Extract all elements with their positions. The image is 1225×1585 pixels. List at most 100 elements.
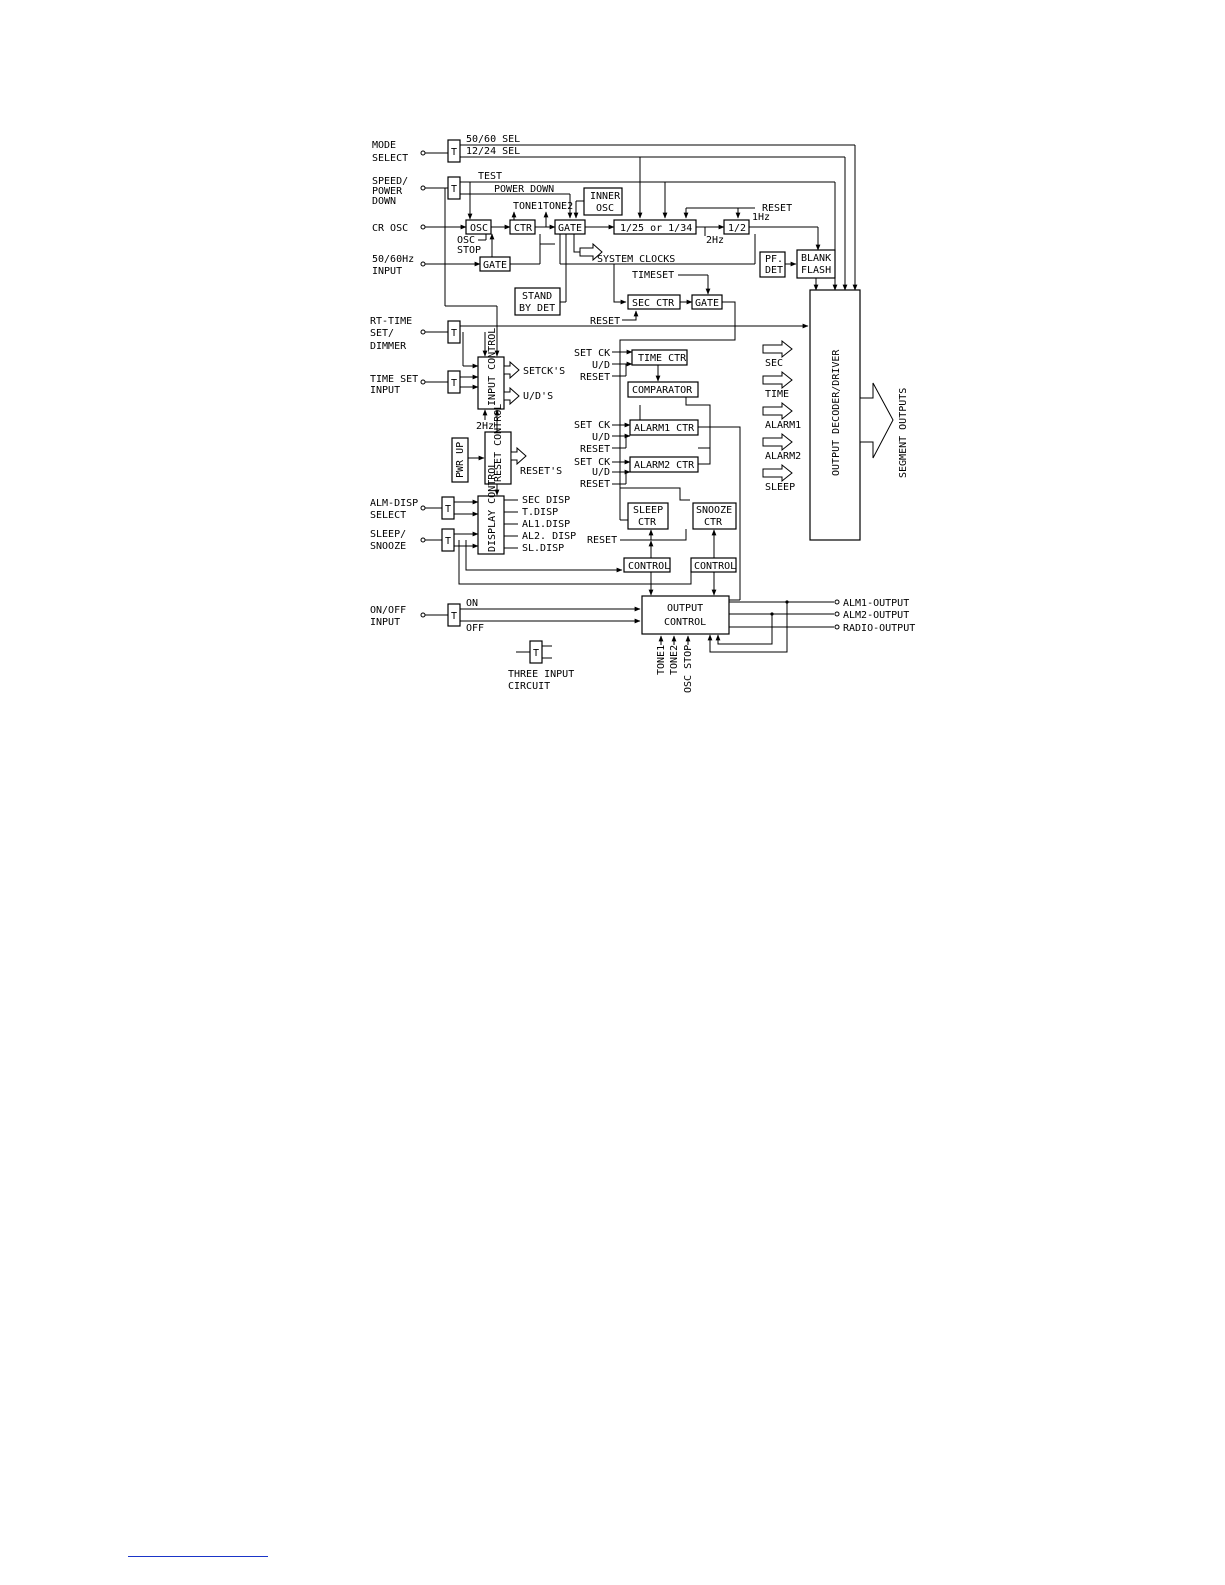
segment-outputs-label: SEGMENT OUTPUTS: [898, 388, 909, 478]
svg-text:CTR: CTR: [514, 223, 533, 234]
speed-label-2: POWER: [372, 186, 403, 197]
osc-chain: OSC CTR GATE TONE1 TONE2 OSC STOP INNERO…: [457, 187, 821, 316]
gate-block-hz: GATE: [479, 256, 511, 272]
svg-text:U/D: U/D: [592, 360, 610, 371]
input-terminals: [420, 150, 481, 618]
svg-text:INPUT CONTROL: INPUT CONTROL: [487, 328, 498, 406]
uds-label: U/D'S: [523, 391, 553, 402]
system-clocks-arrow: [579, 242, 603, 262]
svg-text:T: T: [451, 328, 457, 339]
on-label: ON: [466, 598, 478, 609]
alm-disp-label-2: SELECT: [370, 510, 406, 521]
alm1-output-label: ALM1-OUTPUT: [843, 598, 909, 609]
pwr-up-block: PWR UP: [451, 437, 469, 483]
resets-arrow: [510, 446, 527, 466]
t-block-alm: T: [441, 496, 455, 520]
on-off-label-2: INPUT: [370, 617, 400, 628]
svg-text:ALARM2 CTR: ALARM2 CTR: [634, 460, 695, 471]
sel-50-60-label: 50/60 SEL: [466, 134, 520, 145]
segment-output-arrow: [859, 382, 894, 459]
counter-section: SET CK U/D RESET TIME CTR COMPARATOR SET…: [574, 340, 741, 600]
svg-text:SEC DISP: SEC DISP: [522, 495, 570, 506]
sleep-label-1: SLEEP/: [370, 529, 406, 540]
svg-text:OUTPUT: OUTPUT: [667, 603, 703, 614]
svg-text:AL2. DISP: AL2. DISP: [522, 531, 576, 542]
input-labels: MODE SELECT SPEED/ POWER DOWN CR OSC 50/…: [370, 140, 418, 628]
off-label: OFF: [466, 623, 484, 634]
svg-text:PWR UP: PWR UP: [455, 442, 466, 478]
comparator-block: COMPARATOR: [627, 381, 699, 398]
test-label: TEST: [478, 171, 502, 182]
rt-time-label-1: RT-TIME: [370, 316, 412, 327]
input-2hz-label: 2Hz: [476, 421, 494, 432]
svg-text:TIME CTR: TIME CTR: [638, 353, 687, 364]
uds-arrow: [503, 386, 520, 406]
tone1-label: TONE1: [513, 201, 543, 212]
svg-text:OSC STOP: OSC STOP: [683, 645, 694, 693]
svg-text:CTR: CTR: [704, 517, 723, 528]
footer-rule: [128, 1556, 268, 1557]
svg-text:CIRCUIT: CIRCUIT: [508, 681, 550, 692]
setcks-label: SETCK'S: [523, 366, 565, 377]
rt-time-label-3: DIMMER: [370, 341, 407, 352]
svg-text:TONE2: TONE2: [669, 645, 680, 675]
svg-text:CONTROL: CONTROL: [664, 617, 706, 628]
svg-text:T: T: [451, 147, 457, 158]
sleep-label-2: SNOOZE: [370, 541, 406, 552]
svg-text:SET CK: SET CK: [574, 420, 610, 431]
svg-text:SEC CTR: SEC CTR: [632, 298, 675, 309]
svg-text:GATE: GATE: [695, 298, 719, 309]
svg-text:T: T: [451, 611, 457, 622]
svg-text:BLANK: BLANK: [801, 253, 831, 264]
bottom-inputs: TONE1 TONE2 OSC STOP: [656, 635, 694, 693]
svg-text:U/D: U/D: [592, 432, 610, 443]
display-outputs: SEC DISP T.DISP AL1.DISP AL2. DISP SL.DI…: [504, 495, 576, 554]
svg-text:AL1.DISP: AL1.DISP: [522, 519, 570, 530]
radio-output-label: RADIO-OUTPUT: [843, 623, 915, 634]
svg-text:RESET: RESET: [580, 479, 610, 490]
svg-text:OUTPUT DECODER/DRIVER: OUTPUT DECODER/DRIVER: [831, 349, 842, 476]
tone2-label: TONE2: [543, 201, 573, 212]
svg-text:COMPARATOR: COMPARATOR: [632, 385, 693, 396]
output-decoder-block: OUTPUT DECODER/DRIVER: [809, 289, 861, 541]
t-block-mode: T: [447, 139, 461, 163]
svg-text:SET CK: SET CK: [574, 348, 610, 359]
svg-text:DET: DET: [765, 265, 783, 276]
control-block-1: CONTROL: [623, 557, 671, 573]
svg-text:OSC: OSC: [470, 223, 488, 234]
alarm2-ctr-block: ALARM2 CTR: [629, 456, 699, 473]
svg-text:RESET CONTROL: RESET CONTROL: [493, 404, 504, 482]
svg-text:SLEEP: SLEEP: [765, 482, 795, 493]
timeset-label: TIMESET: [632, 270, 674, 281]
reset-sec-label: RESET: [590, 316, 620, 327]
output-control-block: OUTPUT CONTROL: [641, 595, 730, 635]
hz-input-label-1: 50/60Hz: [372, 254, 414, 265]
svg-text:1/25 or 1/34: 1/25 or 1/34: [620, 223, 692, 234]
top-signals: 50/60 SEL 12/24 SEL TEST POWER DOWN: [444, 134, 858, 357]
t-block-speed: T: [447, 176, 461, 200]
svg-text:OSC: OSC: [596, 203, 614, 214]
osc-stop-label-1: OSC: [457, 235, 475, 246]
svg-text:T: T: [445, 536, 451, 547]
osc-block: OSC: [465, 219, 492, 235]
half-block: 1/2: [723, 219, 750, 235]
setcks-arrow: [503, 360, 520, 380]
svg-text:GATE: GATE: [558, 223, 582, 234]
svg-text:ALARM1: ALARM1: [765, 420, 801, 431]
svg-text:T: T: [445, 504, 451, 515]
time-set-label-1: TIME SET: [370, 374, 418, 385]
svg-text:DISPLAY CONTROL: DISPLAY CONTROL: [487, 462, 498, 552]
svg-text:STAND: STAND: [522, 291, 552, 302]
svg-text:T: T: [451, 378, 457, 389]
alm-disp-label-1: ALM-DISP: [370, 498, 418, 509]
t-block-sleep: T: [441, 528, 455, 552]
hz-input-label-2: INPUT: [372, 266, 402, 277]
svg-text:PF.: PF.: [765, 254, 783, 265]
hz2-label: 2Hz: [706, 235, 724, 246]
power-down-label: POWER DOWN: [494, 184, 554, 195]
display-control-block: DISPLAY CONTROL: [477, 462, 505, 555]
gate-block-main: GATE: [554, 219, 586, 235]
mode-select-label-1: MODE: [372, 140, 396, 151]
